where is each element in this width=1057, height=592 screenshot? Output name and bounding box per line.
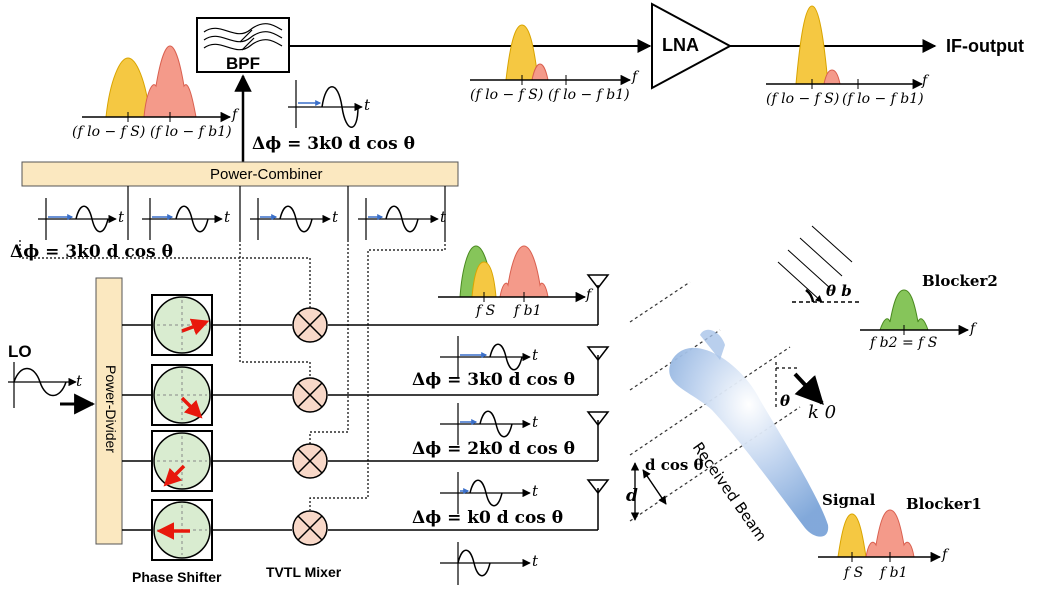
theta-label: θ: [780, 392, 791, 410]
theta-b-label: θ b: [826, 282, 852, 300]
received-beam: [669, 347, 829, 537]
wave-bpf: [288, 80, 363, 128]
if-out-f-axis: f: [922, 73, 928, 89]
power-divider-label: Power-Divider: [103, 365, 119, 453]
blocker2-fb2: f b2 = f S: [870, 335, 938, 351]
bpf-block: [196, 17, 290, 73]
wave-antenna-5: [440, 542, 531, 585]
sig-f-axis: f: [942, 547, 948, 563]
mixer-3: [292, 443, 328, 479]
t-axis-a5: t: [532, 552, 539, 570]
wave-antenna-2: [440, 336, 531, 378]
t-axis-a3: t: [532, 413, 539, 431]
t-axis-c4: t: [440, 208, 447, 226]
ant1-fs: f S: [476, 303, 496, 319]
lna-amplifier: [651, 2, 733, 90]
wave-antenna-4: [440, 472, 531, 514]
bpf-out-f-axis: f: [632, 69, 638, 85]
k0-label: k 0: [808, 402, 837, 423]
t-axis-c3: t: [332, 208, 339, 226]
phase-shifter-4: [151, 499, 213, 561]
d-label: d: [626, 486, 638, 506]
eq-combiner-in: Δϕ = 3k0 d cos θ: [10, 242, 173, 262]
t-axis-bpf: t: [364, 96, 371, 114]
if-out-lo-fb1: (f lo − f b1): [842, 91, 924, 107]
wave-antenna-3: [440, 403, 531, 445]
mixer-1: [292, 307, 328, 343]
phase-shifter-2: [151, 364, 213, 426]
spectrum-blocker2: [860, 289, 970, 336]
power-combiner-label: Power-Combiner: [210, 166, 323, 183]
lna-label: LNA: [662, 35, 699, 55]
sig-fb1: f b1: [880, 565, 908, 581]
eq-antenna-3: Δϕ = 2k0 d cos θ: [412, 439, 575, 459]
t-axis-c1: t: [118, 208, 125, 226]
phase-shifter-1: [151, 294, 213, 356]
signal-label: Signal: [822, 491, 876, 509]
spectrum-antenna1: [438, 245, 587, 303]
spectrum-signal-blocker1: [818, 509, 942, 563]
channel-lines: [122, 285, 599, 531]
sig-fs: f S: [844, 565, 864, 581]
blocker2-label: Blocker2: [922, 272, 998, 290]
blocker2-f-axis: f: [970, 321, 976, 337]
eq-combiner-out: Δϕ = 3k0 d cos θ: [252, 134, 415, 154]
bpf-in-lo-fb1: (f lo − f b1): [150, 124, 232, 140]
spectrum-bpf-output: [470, 24, 632, 86]
spectrum-bpf-input: [82, 45, 232, 123]
tvtl-mixer-label: TVTL Mixer: [266, 564, 342, 580]
antenna-icons: [586, 274, 610, 495]
mixer-2: [292, 377, 328, 413]
power-divider-block: [95, 277, 123, 545]
d-cos-theta-label: d cos θ: [645, 456, 704, 474]
wave-combiner-in-1: [38, 198, 117, 240]
wave-combiner-in-2: [142, 198, 223, 240]
spectrum-if-output: [766, 5, 924, 90]
mixer-if-dotted-lines: [19, 240, 446, 510]
wave-combiner-in-3: [250, 198, 331, 240]
bpf-out-lo-fs: (f lo − f S): [470, 87, 544, 103]
wave-combiner-in-4: [358, 198, 439, 240]
phase-shifter-3: [151, 430, 213, 492]
ant1-f-axis: f: [586, 287, 592, 303]
if-output-label: IF-output: [946, 36, 1024, 56]
power-combiner-block: [21, 161, 459, 187]
t-axis-lo: t: [76, 372, 83, 390]
lo-label: LO: [8, 342, 32, 361]
phase-shifter-label: Phase Shifter: [132, 569, 222, 585]
bpf-in-lo-fs: (f lo − f S): [72, 124, 146, 140]
bpf-out-lo-fb1: (f lo − f b1): [548, 87, 630, 103]
t-axis-a4: t: [532, 482, 539, 500]
blocker1-label: Blocker1: [906, 495, 982, 513]
t-axis-a2: t: [532, 346, 539, 364]
eq-antenna-2: Δϕ = 3k0 d cos θ: [412, 370, 575, 390]
wave-lo: [8, 362, 77, 408]
mixer-4: [292, 510, 328, 546]
bpf-label: BPF: [226, 54, 260, 73]
blocker2-rays: [777, 225, 853, 303]
eq-antenna-4: Δϕ = k0 d cos θ: [412, 508, 564, 528]
t-axis-c2: t: [224, 208, 231, 226]
ant1-fb1: f b1: [514, 303, 542, 319]
if-out-lo-fs: (f lo − f S): [766, 91, 840, 107]
bpf-in-f-axis: f: [232, 107, 238, 123]
combiner-feed-lines: [127, 186, 446, 240]
